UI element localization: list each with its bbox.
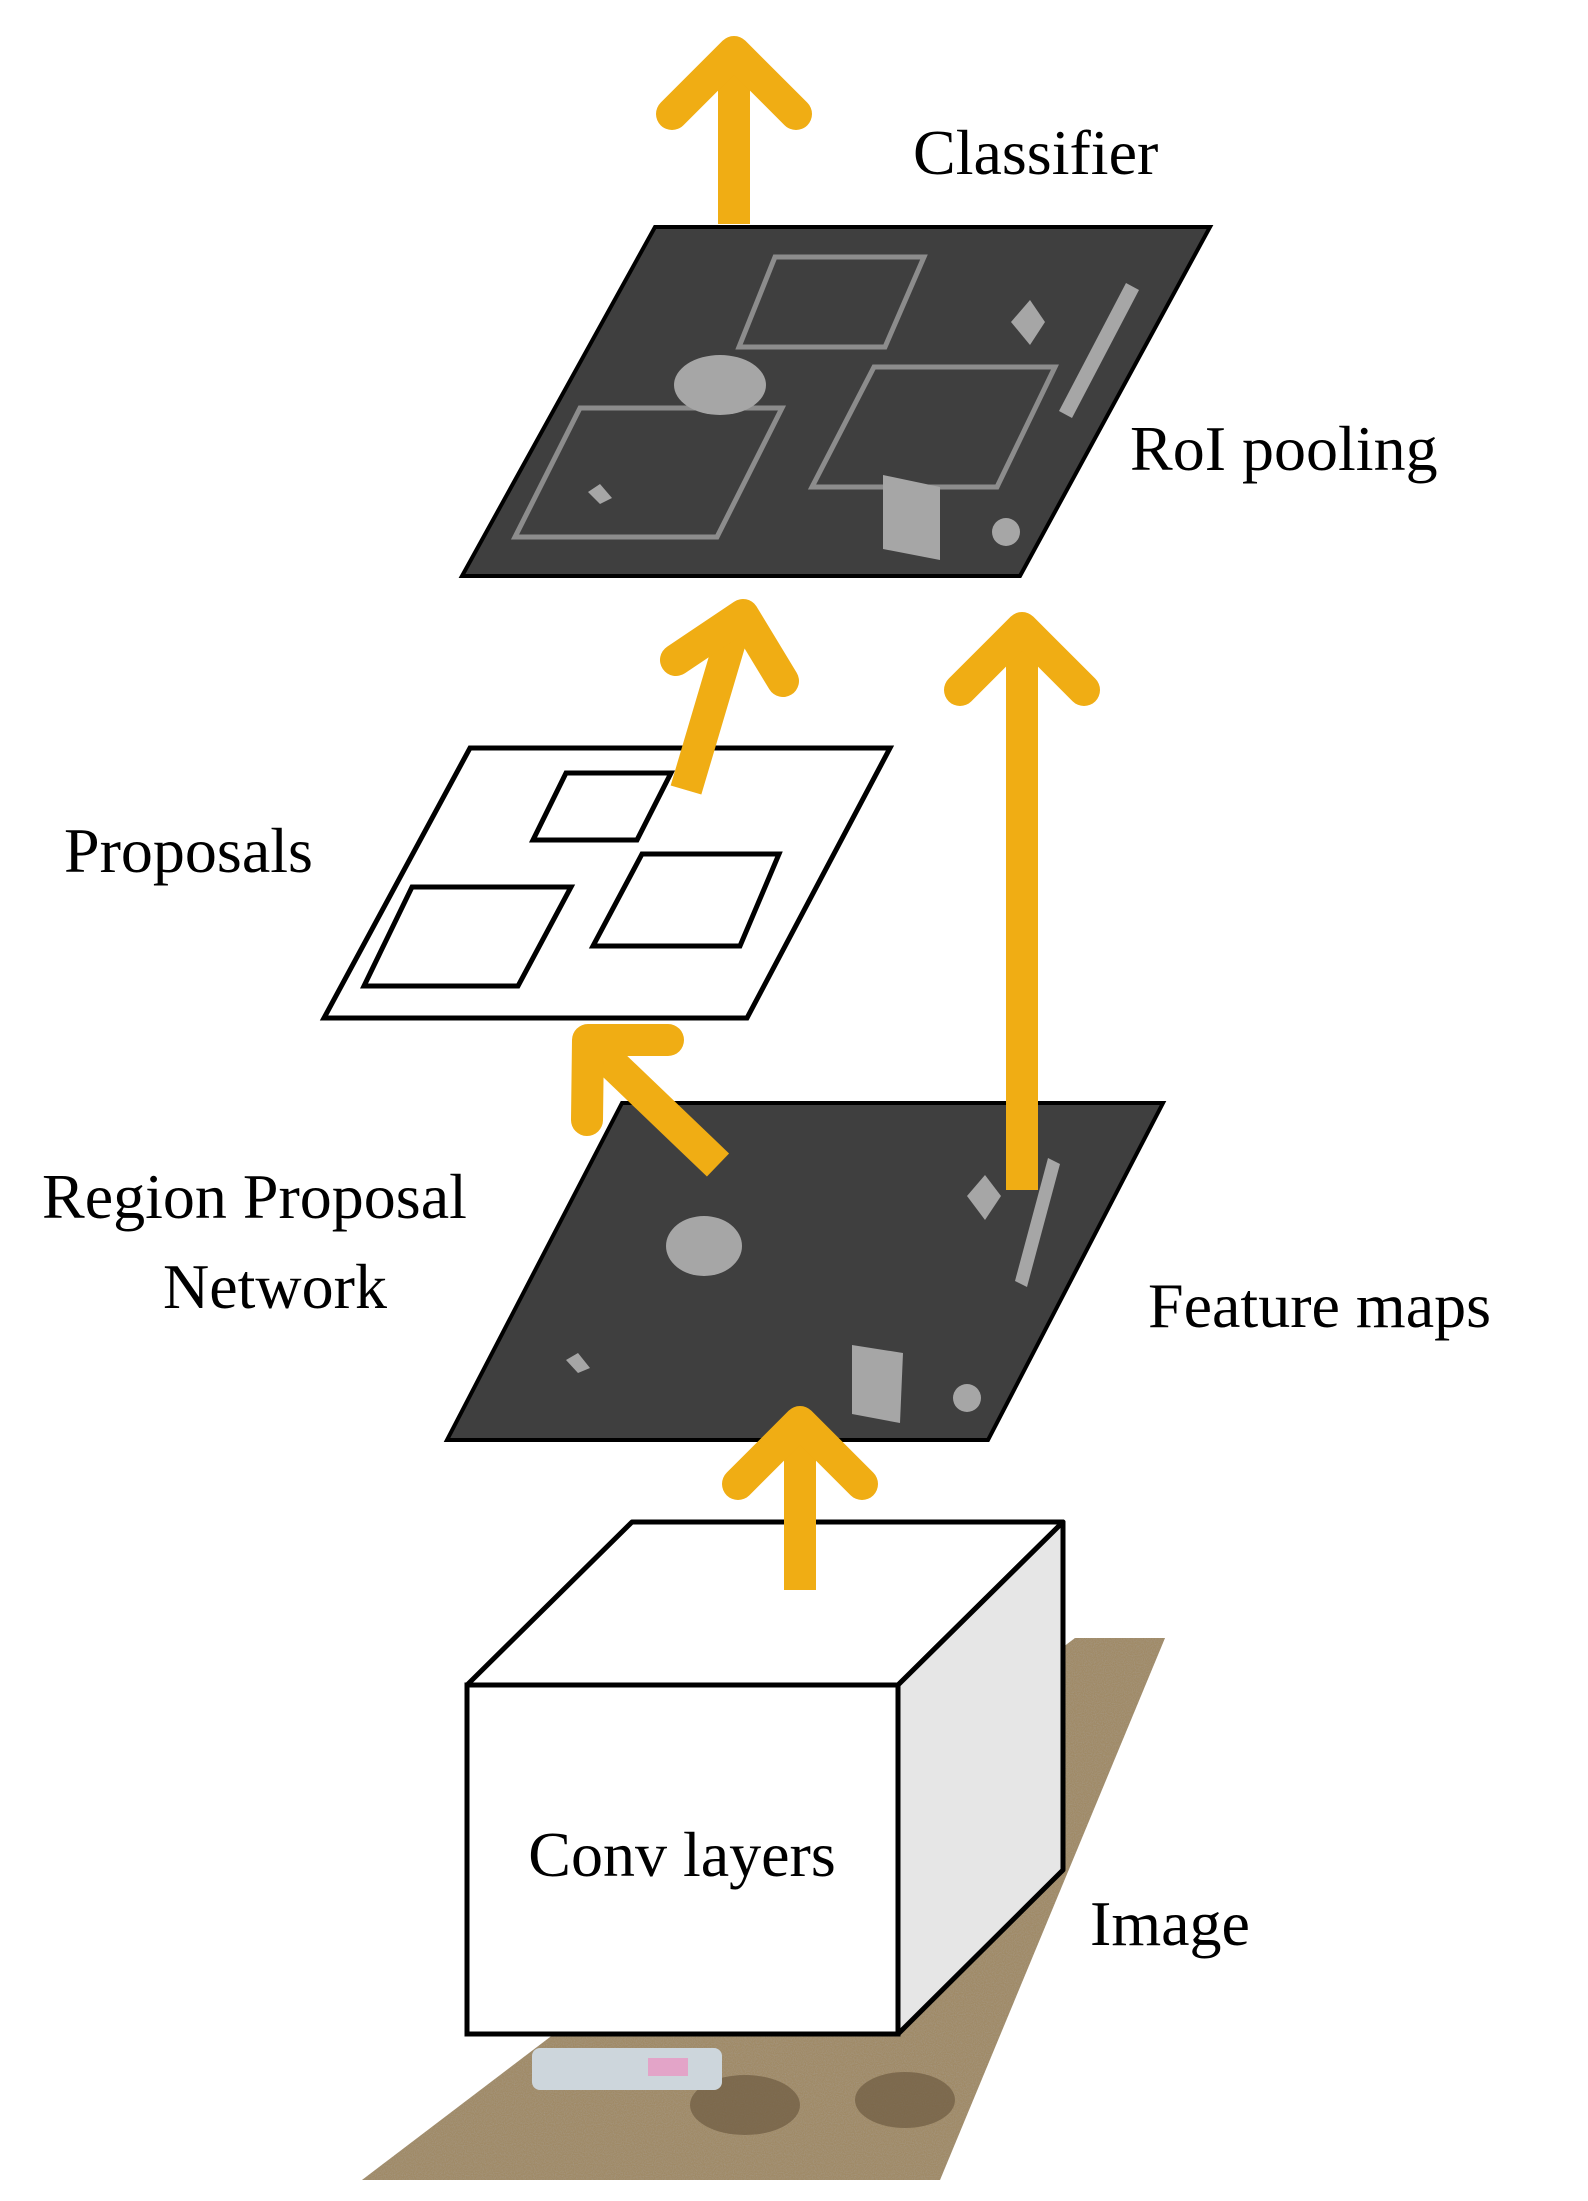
feature-blob-diamond xyxy=(967,1175,1001,1220)
proposals-label: Proposals xyxy=(64,815,313,886)
rpn-label-line2: Network xyxy=(163,1251,387,1322)
feature-blob-dot xyxy=(953,1384,981,1412)
feature-maps-layer xyxy=(443,1101,1167,1442)
proposal-box-top xyxy=(528,770,676,843)
conv-layers-label: Conv layers xyxy=(528,1819,836,1890)
image-footprint xyxy=(855,2072,955,2128)
rpn-label-line1: Region Proposal xyxy=(42,1161,467,1232)
arrowhead-conv-to-features xyxy=(722,1406,878,1500)
feature-blob-quad xyxy=(852,1345,903,1423)
feature-blob-bar xyxy=(1015,1158,1060,1287)
image-label: Image xyxy=(1090,1888,1250,1959)
feature-blob-ellipse xyxy=(666,1216,742,1276)
arrowhead-proposals-to-roi xyxy=(660,599,799,697)
arrowhead-roi-to-classifier xyxy=(656,36,812,130)
arrow-rpn xyxy=(588,1040,730,1177)
roi-pooling-layer xyxy=(458,225,1214,578)
proposal-box-right xyxy=(588,851,783,949)
roi-box-right xyxy=(807,364,1059,490)
roi-pooling-label: RoI pooling xyxy=(1130,413,1438,484)
roi-blob-ellipse xyxy=(674,355,766,415)
feature-maps-plane xyxy=(443,1101,1167,1442)
roi-blob-diamond xyxy=(1011,300,1045,345)
proposals-plane xyxy=(319,745,895,1021)
proposal-box-left xyxy=(360,884,576,989)
arrow-proposals-to-roi xyxy=(670,623,750,795)
feature-blob-small xyxy=(566,1353,590,1373)
proposals-layer xyxy=(319,745,895,1021)
arrowhead-rpn xyxy=(571,1024,684,1136)
image-litter-object xyxy=(532,2048,722,2090)
roi-pooling-plane xyxy=(458,225,1214,578)
image-footprint xyxy=(690,2075,800,2135)
image-litter-label xyxy=(648,2058,688,2076)
roi-blob-quad xyxy=(883,475,940,560)
arrows xyxy=(571,36,1100,1590)
roi-blob-dot xyxy=(992,518,1020,546)
cube-front xyxy=(464,1682,901,2037)
roi-box-top xyxy=(735,254,928,350)
conv-layers-cube xyxy=(464,1519,1066,2037)
roi-blob-bar xyxy=(1059,283,1139,418)
roi-blob-small xyxy=(588,484,612,504)
arrowhead-features-to-roi xyxy=(944,612,1100,706)
classifier-label: Classifier xyxy=(913,117,1158,188)
feature-maps-label: Feature maps xyxy=(1148,1270,1491,1341)
